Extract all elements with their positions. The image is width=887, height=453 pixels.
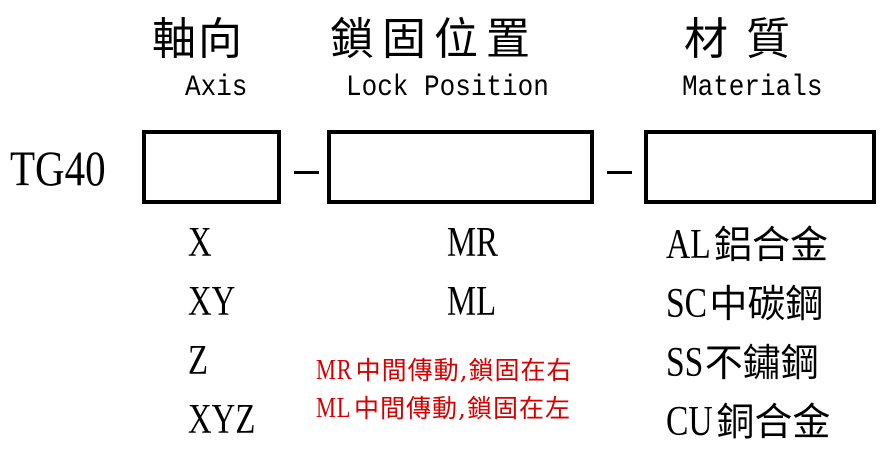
material-name: 鋁合金	[714, 223, 829, 267]
materials-header-zh: 材 質	[684, 14, 792, 65]
lock-position-header-en: Lock Position	[346, 69, 549, 105]
model-prefix: TG40	[10, 140, 106, 196]
materials-code-box[interactable]	[644, 130, 876, 204]
material-option: SC中碳鋼	[666, 283, 823, 325]
axis-header-zh: 軸向	[152, 14, 244, 65]
axis-option: XYZ	[188, 397, 256, 443]
lock-note-text: 中間傳動,鎖固在右	[355, 356, 573, 385]
lock-position-header-zh: 鎖固位置	[330, 14, 538, 65]
axis-code-box[interactable]	[142, 130, 281, 204]
materials-header-en: Materials	[682, 69, 823, 105]
material-code: CU	[666, 399, 713, 445]
lock-position-code-box[interactable]	[327, 130, 594, 204]
material-name: 中碳鋼	[709, 282, 824, 326]
material-name: 不鏽鋼	[704, 341, 819, 385]
axis-option: XY	[188, 279, 236, 325]
axis-option: Z	[188, 338, 209, 384]
separator-dash-1	[294, 171, 319, 174]
material-code: SC	[666, 281, 708, 327]
material-code: AL	[666, 222, 711, 268]
axis-option: X	[188, 220, 212, 266]
lock-note-code: MR	[316, 355, 353, 386]
lock-option: ML	[447, 279, 497, 325]
material-code: SS	[666, 340, 704, 386]
axis-header-en: Axis	[185, 69, 248, 105]
material-name: 銅合金	[716, 400, 831, 444]
material-option: SS不鏽鋼	[666, 342, 819, 384]
lock-note-code: ML	[316, 393, 352, 424]
material-option: AL鋁合金	[666, 224, 828, 266]
material-option: CU銅合金	[666, 401, 830, 443]
lock-note-text: 中間傳動,鎖固在左	[354, 394, 571, 423]
separator-dash-2	[607, 171, 632, 174]
lock-option: MR	[447, 220, 498, 266]
